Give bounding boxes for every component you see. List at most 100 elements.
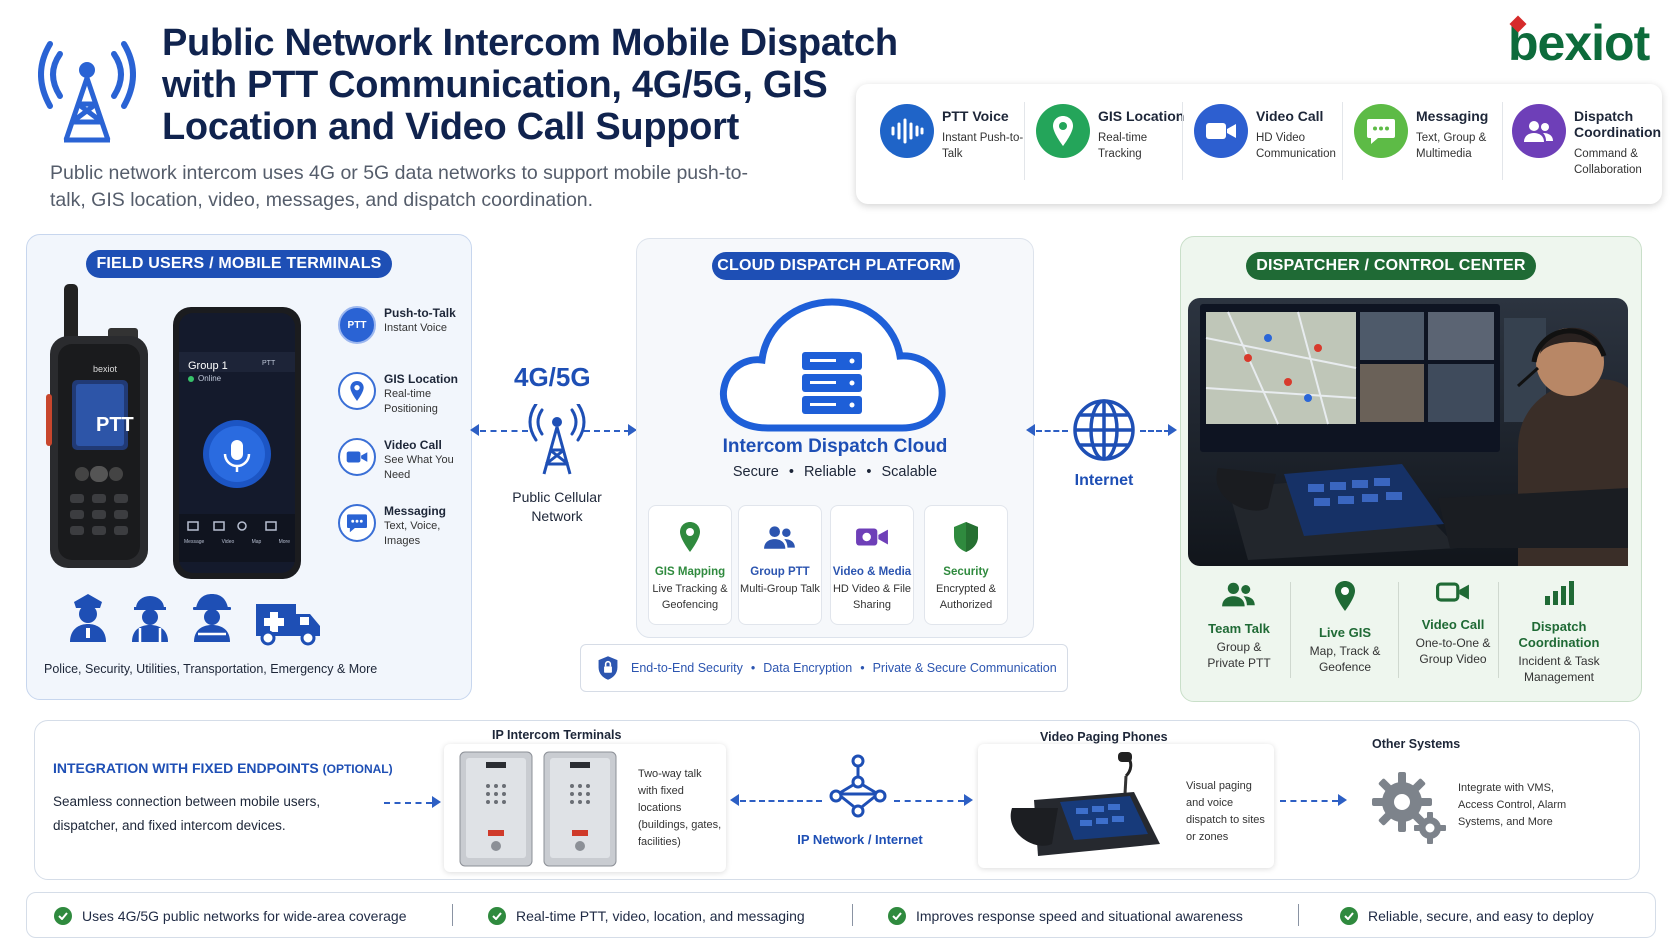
arrow-right — [628, 424, 637, 436]
check-icon — [1340, 907, 1358, 925]
ptt-icon: PTT — [338, 306, 376, 344]
antenna-tower-icon — [38, 41, 136, 143]
control-center-photo — [1188, 298, 1628, 566]
dispatcher-col-team-talk: Team Talk Group & Private PTT — [1186, 580, 1292, 671]
phone-group-label: Group 1 — [188, 360, 228, 372]
video-camera-icon — [1194, 104, 1248, 158]
dashed-link — [740, 800, 822, 802]
network-label: 4G/5G — [514, 362, 591, 392]
arrow-left — [1026, 424, 1035, 436]
arrow-right — [1338, 794, 1347, 806]
cloud-card-group-ptt: Group PTT Multi-Group Talk — [738, 505, 822, 625]
cloud-name: Intercom Dispatch Cloud — [722, 436, 948, 457]
arrow-left — [730, 794, 739, 806]
ambulance-icon — [256, 604, 320, 646]
gears-icon — [1372, 772, 1446, 844]
map-pin-icon — [1335, 581, 1355, 611]
page-title: Public Network Intercom Mobile Dispatch … — [162, 22, 898, 148]
sound-wave-icon — [880, 104, 934, 158]
other-systems-label: Other Systems — [1372, 737, 1461, 751]
cloud-badge: CLOUD DISPATCH PLATFORM — [712, 252, 960, 280]
worker-icon — [132, 596, 168, 642]
ip-terminals-label: IP Intercom Terminals — [492, 728, 622, 742]
phone-status: Online — [188, 374, 221, 383]
arrow-right — [432, 796, 441, 808]
arrow-left — [470, 424, 479, 436]
benefit-item: Reliable, secure, and easy to deploy — [1340, 907, 1594, 925]
cloud-server-icon — [719, 298, 946, 432]
benefits-strip — [26, 892, 1656, 938]
video-paging-desc: Visual paging and voice dispatch to site… — [1186, 780, 1265, 843]
globe-icon — [1073, 399, 1135, 461]
video-camera-icon — [338, 438, 376, 476]
users-icon — [739, 516, 821, 558]
integration-title: INTEGRATION WITH FIXED ENDPOINTS (OPTION… — [53, 760, 393, 776]
cloud-card-security: Security Encrypted & Authorized — [924, 505, 1008, 625]
check-icon — [54, 907, 72, 925]
ip-network-label: IP Network / Internet — [797, 832, 923, 847]
radio-ptt-label: PTT — [96, 414, 134, 436]
video-camera-icon — [831, 516, 913, 558]
field-users-badge: FIELD USERS / MOBILE TERMINALS — [86, 250, 392, 278]
cloud-card-gis: GIS Mapping Live Tracking & Geofencing — [648, 505, 732, 625]
arrow-right — [964, 794, 973, 806]
users-icon — [1512, 104, 1566, 158]
network-desc: Public Cellular Network — [512, 489, 602, 524]
users-icon — [1222, 582, 1255, 607]
video-paging-label: Video Paging Phones — [1040, 730, 1168, 744]
dashed-link — [1140, 430, 1170, 432]
arrow-right — [1168, 424, 1177, 436]
check-icon — [488, 907, 506, 925]
firefighter-icon — [193, 594, 231, 642]
benefit-item: Uses 4G/5G public networks for wide-area… — [54, 907, 406, 925]
police-icon — [70, 594, 106, 642]
video-paging-phone — [1010, 752, 1160, 856]
video-camera-icon — [1436, 582, 1469, 602]
internet-label: Internet — [1074, 472, 1134, 489]
field-caption: Police, Security, Utilities, Transportat… — [44, 662, 378, 676]
radio-brand: bexiot — [93, 364, 118, 374]
page-subtitle: Public network intercom uses 4G or 5G da… — [50, 162, 748, 211]
brand-logo: bexiot — [1508, 15, 1650, 71]
chat-bubble-icon — [338, 504, 376, 542]
dispatcher-col-live-gis: Live GIS Map, Track & Geofence — [1292, 580, 1398, 675]
dispatcher-badge: DISPATCHER / CONTROL CENTER — [1246, 252, 1536, 280]
cloud-tags: Secure • Reliable • Scalable — [732, 464, 938, 480]
dashed-link — [480, 430, 528, 432]
map-pin-icon — [649, 516, 731, 558]
map-pin-icon — [1036, 104, 1090, 158]
dashed-link — [1280, 800, 1338, 802]
check-icon — [888, 907, 906, 925]
network-nodes-icon — [829, 754, 887, 818]
other-systems-desc: Integrate with VMS, Access Control, Alar… — [1458, 782, 1567, 828]
dashed-link — [584, 430, 630, 432]
dispatcher-col-dispatch: Dispatch Coordination Incident & Task Ma… — [1506, 580, 1612, 685]
benefit-item: Improves response speed and situational … — [888, 907, 1243, 925]
dashed-link — [1036, 430, 1068, 432]
intercom-terminal — [543, 751, 617, 867]
chat-bubble-icon — [1354, 104, 1408, 158]
handheld-radio — [46, 284, 148, 568]
phone-badge: PTT — [262, 360, 276, 367]
dashed-link — [384, 802, 432, 804]
benefit-item: Real-time PTT, video, location, and mess… — [488, 907, 805, 925]
dashed-link — [894, 800, 964, 802]
intercom-terminal — [459, 751, 533, 867]
ip-terminals-desc: Two-way talk with fixed locations (build… — [638, 768, 722, 848]
dispatcher-col-video-call: Video Call One-to-One & Group Video — [1400, 580, 1506, 667]
lock-shield-icon — [598, 656, 618, 680]
map-pin-icon — [338, 372, 376, 410]
shield-icon — [925, 516, 1007, 558]
cell-tower-icon — [528, 404, 586, 475]
cloud-card-video-media: Video & Media HD Video & File Sharing — [830, 505, 914, 625]
